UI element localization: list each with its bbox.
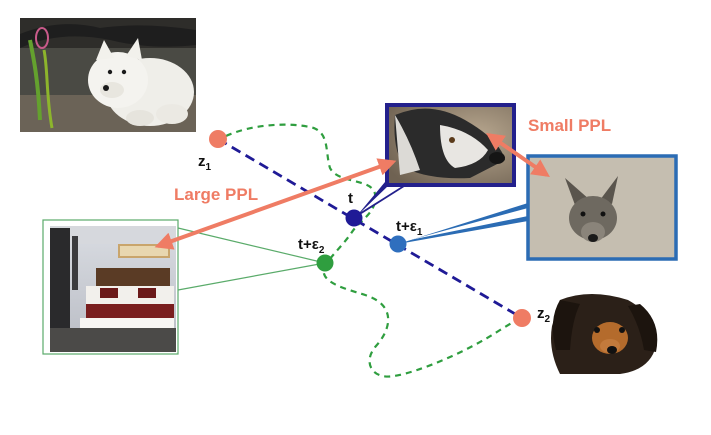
collie-closeup-photo — [385, 103, 516, 187]
large-ppl-label: Large PPL — [174, 185, 258, 204]
small-ppl-label: Small PPL — [528, 116, 611, 135]
small-ppl-arrow — [486, 132, 550, 178]
t-eps2-point — [316, 254, 334, 272]
grey-dog-photo — [526, 154, 678, 261]
t-callout-wedge — [355, 182, 412, 218]
t-point — [345, 209, 363, 227]
latent-path-curve-lower — [322, 262, 523, 378]
t-eps2-label: t+ε2 — [298, 236, 325, 256]
t-eps1-point — [389, 235, 407, 253]
z1-label: z1 — [198, 153, 212, 173]
t-label: t — [348, 190, 353, 207]
z2-point — [513, 309, 531, 327]
z1-point — [209, 130, 227, 148]
white-dog-photo — [20, 18, 196, 132]
bedroom-photo — [42, 219, 179, 355]
t-eps1-label: t+ε1 — [396, 218, 423, 238]
z2-label: z2 — [537, 305, 551, 325]
t-eps1-callout-wedge — [398, 203, 528, 244]
large-ppl-arrow — [154, 158, 397, 250]
dachshund-photo — [538, 294, 666, 374]
